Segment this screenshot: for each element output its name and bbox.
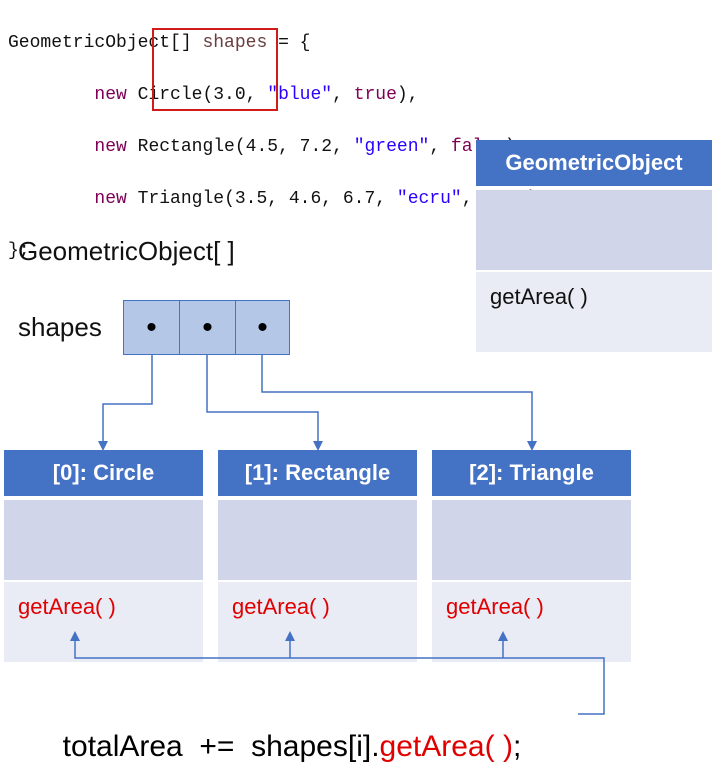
object-triangle-methods: getArea( ): [432, 582, 631, 662]
array-var-label: shapes: [18, 312, 102, 342]
object-circle-title: [0]: Circle: [52, 460, 155, 485]
dispatch-line: [70, 631, 605, 715]
object-rectangle-method: getArea( ): [232, 594, 330, 619]
object-triangle-attributes: [432, 500, 631, 580]
superclass-header: GeometricObject: [476, 140, 712, 186]
statement-call: getArea( ): [379, 730, 513, 763]
array-cell-1: •: [179, 300, 236, 355]
array-cell-2: •: [235, 300, 290, 355]
code-line-5: };: [8, 241, 30, 261]
code-line-2: new Circle(3.0, "blue", true),: [94, 85, 419, 105]
object-rectangle-header: [1]: Rectangle: [218, 450, 417, 496]
object-rectangle-attributes: [218, 500, 417, 580]
statement-prefix: totalArea += shapes[i].: [62, 730, 380, 763]
object-triangle-title: [2]: Triangle: [469, 460, 594, 485]
array-cell-0: •: [123, 300, 180, 355]
object-circle-method: getArea( ): [18, 594, 116, 619]
constructor-highlight-box: [152, 28, 278, 111]
code-line-1: GeometricObject[] shapes = {: [8, 33, 311, 53]
superclass-method: getArea( ): [490, 284, 588, 309]
object-circle-methods: getArea( ): [4, 582, 203, 662]
object-triangle-method: getArea( ): [446, 594, 544, 619]
pointer-1-line: [206, 355, 323, 451]
object-circle-header: [0]: Circle: [4, 450, 203, 496]
object-circle-attributes: [4, 500, 203, 580]
superclass-attributes: [476, 190, 712, 270]
pointer-2-line: [261, 355, 537, 451]
statement-suffix: ;: [512, 730, 522, 763]
superclass-methods: getArea( ): [476, 272, 712, 352]
total-area-statement: totalArea += shapes[i].getArea( );: [46, 696, 522, 764]
superclass-name: GeometricObject: [505, 150, 683, 175]
object-triangle-header: [2]: Triangle: [432, 450, 631, 496]
object-rectangle-methods: getArea( ): [218, 582, 417, 662]
pointer-0-line: [98, 355, 153, 451]
object-rectangle-title: [1]: Rectangle: [244, 460, 391, 485]
array-type-label: GeometricObject[ ]: [18, 236, 235, 266]
